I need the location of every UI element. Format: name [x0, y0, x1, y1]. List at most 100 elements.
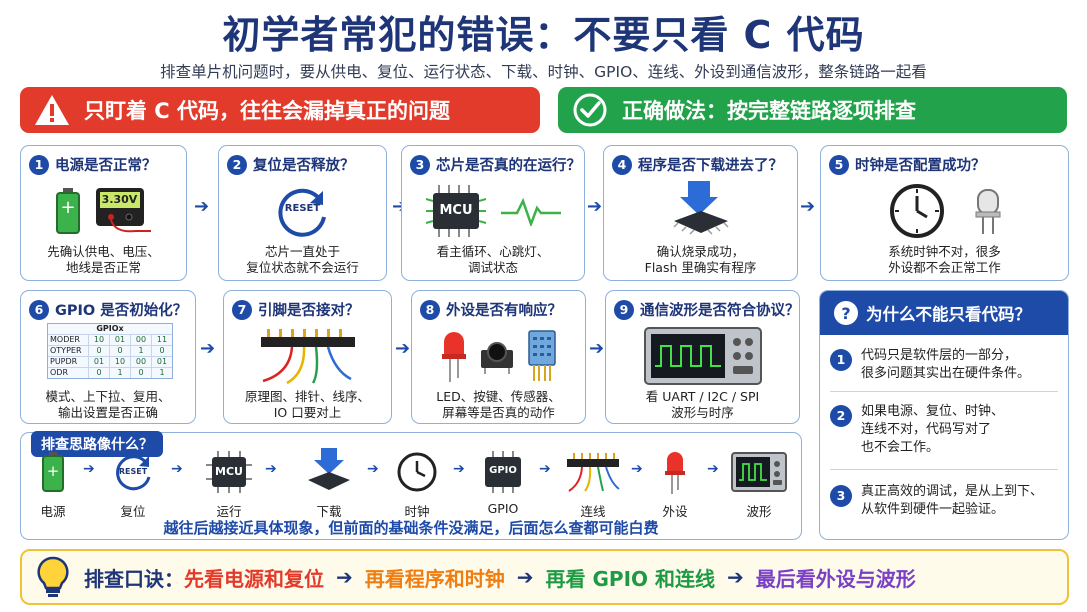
- gpio-register-cell: 0: [109, 346, 130, 356]
- arrow-right-icon: ➔: [367, 461, 379, 477]
- card-desc-line: 确认烧录成功，: [656, 244, 745, 259]
- flow-step-waveform: 波形: [729, 447, 789, 520]
- reason-line: 代码只是软件层的一部分，: [861, 348, 1018, 363]
- voltage-reading: 3.30V: [101, 193, 138, 206]
- flow-step-label: GPIO: [487, 501, 519, 516]
- step-number: 6: [29, 299, 49, 320]
- gpio-register-cell: 00: [130, 357, 151, 367]
- arrow-right-icon: ➔: [171, 461, 183, 477]
- pin-header-icon: [260, 329, 355, 385]
- card-desc-line: IO 口要对上: [273, 405, 342, 420]
- push-button-icon: [480, 342, 513, 374]
- right-approach-text: 正确做法：按完整链路逐项排查: [622, 99, 916, 123]
- reset-icon: [116, 455, 151, 491]
- wrong-approach-text: 只盯着 C 代码，往往会漏掉真正的问题: [84, 99, 451, 123]
- card-desc-line: 系统时钟不对，很多: [888, 244, 1001, 259]
- card-desc-line: 输出设置是否正确: [57, 405, 158, 420]
- flow-arrow-icon: ➔: [194, 196, 210, 217]
- chip-label: MCU: [439, 203, 473, 218]
- warning-icon: [20, 93, 84, 127]
- battery-icon: +: [42, 452, 64, 492]
- flow-step-power: + 电源: [23, 447, 83, 520]
- gpio-register-cell: 0: [130, 368, 151, 378]
- page-title: 初学者常犯的错误：不要只看 C 代码: [222, 13, 865, 57]
- gpio-register-cell: 0: [88, 346, 109, 356]
- flow-arrow-icon: ➔: [395, 338, 411, 359]
- card-title: 通信波形是否符合协议？: [640, 303, 800, 319]
- sensor-module-icon: [527, 330, 556, 381]
- reason-number: 2: [830, 405, 852, 427]
- flow-step-label: 电源: [40, 504, 66, 519]
- card-desc-line: 调试状态: [467, 260, 518, 275]
- flow-step-label: 外设: [662, 504, 688, 519]
- oscilloscope-icon: [643, 327, 762, 385]
- gpio-register-cell: 01: [88, 357, 109, 367]
- chip-label: MCU: [215, 465, 243, 478]
- card-title: 复位是否释放？: [253, 158, 355, 174]
- right-approach-banner: 正确做法：按完整链路逐项排查: [558, 87, 1067, 133]
- gpio-register-name: MODER: [50, 335, 80, 344]
- card-desc-line: 屏幕等是否真的动作: [442, 405, 555, 420]
- multimeter-icon: 3.30V: [95, 187, 153, 235]
- flow-step-reset: RESET 复位: [103, 447, 163, 520]
- step-number: 1: [29, 154, 49, 175]
- card-title: 程序是否下载进去了？: [638, 158, 783, 174]
- card-title: 时钟是否配置成功？: [855, 158, 986, 174]
- step-number: 4: [612, 154, 632, 175]
- gpio-register-cell: 10: [88, 335, 109, 345]
- page-subtitle: 排查单片机问题时，要从供电、复位、运行状态、下载、时钟、GPIO、连线、外设到通…: [160, 63, 927, 81]
- step-number: 7: [232, 299, 252, 320]
- divider: [830, 391, 1058, 392]
- card-desc-line: 看 UART / I2C / SPI: [645, 389, 760, 404]
- card-desc-line: 模式、上下拉、复用、: [45, 389, 171, 404]
- gpio-register-name: ODR: [50, 368, 69, 377]
- card-title: 引脚是否接对？: [258, 303, 360, 319]
- crystal-oscillator-icon: [975, 189, 1000, 234]
- wrong-approach-banner: 只盯着 C 代码，往往会漏掉真正的问题: [20, 87, 540, 133]
- gpio-table-header: GPIOx: [96, 324, 124, 333]
- divider: [830, 469, 1058, 470]
- download-chip-icon: [308, 448, 350, 490]
- card-desc-line: LED、按键、传感器、: [436, 389, 561, 404]
- led-icon: [665, 452, 685, 494]
- card-desc-line: Flash 里确实有程序: [644, 260, 757, 275]
- mnemonic-step: 再看 GPIO 和连线: [545, 566, 715, 591]
- flow-step-label: 时钟: [404, 504, 430, 519]
- flow-step-label: 下载: [316, 504, 342, 519]
- gpio-register-name: OTYPER: [50, 346, 82, 355]
- gpio-register-cell: 0: [88, 368, 109, 378]
- arrow-right-icon: ➔: [631, 461, 643, 477]
- flow-step-label: 波形: [746, 504, 772, 519]
- mnemonic-step: 先看电源和复位: [184, 566, 324, 591]
- gpio-register-name: PUPDR: [50, 357, 78, 366]
- led-icon: [441, 332, 466, 382]
- question-icon: ?: [834, 301, 858, 325]
- reason-number: 3: [830, 485, 852, 507]
- reset-label: RESET: [118, 467, 148, 476]
- flow-step-run: MCU 运行: [199, 447, 259, 520]
- flow-step-peripheral: 外设: [645, 447, 705, 520]
- download-chip-icon: [672, 181, 729, 235]
- mnemonic-step: 最后看外设与波形: [755, 566, 916, 591]
- svg-text:+: +: [47, 462, 60, 480]
- flow-step-wiring: 连线: [563, 447, 623, 520]
- card-desc-line: 看主循环、心跳灯、: [436, 244, 550, 259]
- battery-icon: +: [55, 188, 80, 234]
- card-title: GPIO 是否初始化？: [55, 303, 188, 319]
- mnemonic-label: 排查口诀：: [84, 566, 184, 591]
- pin-header-icon: [567, 453, 620, 492]
- troubleshooting-mnemonic-bar: 排查口诀： 先看电源和复位 ➔ 再看程序和时钟 ➔ 再看 GPIO 和连线 ➔ …: [20, 549, 1069, 605]
- flow-arrow-icon: ➔: [587, 196, 603, 217]
- reason-line: 连线不对，代码写对了: [861, 422, 992, 437]
- card-desc-line: 先确认供电、电压、: [47, 244, 160, 259]
- card-download: 4 程序是否下载进去了？ 确认烧录成功，Flash 里确实有程序: [603, 145, 798, 281]
